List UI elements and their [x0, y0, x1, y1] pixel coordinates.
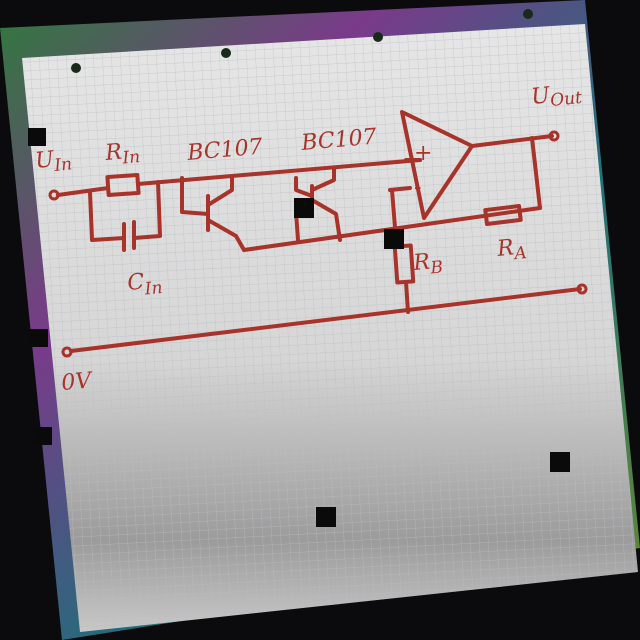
input-wire: [56, 186, 110, 197]
occlusion-mark: [30, 329, 48, 347]
occlusion-mark: [34, 427, 52, 445]
u-in-label: UIn: [34, 145, 73, 178]
occlusion-mark: [28, 128, 46, 146]
r-a-label: RA: [495, 234, 528, 266]
occlusion-mark: [550, 452, 570, 472]
u-out-label: UOut: [530, 80, 583, 113]
occlusion-mark: [384, 229, 404, 249]
r-in-label: RIn: [103, 138, 141, 170]
ground-terminal-right: [576, 283, 588, 295]
occlusion-mark: [294, 198, 314, 218]
binder-hole: [221, 48, 231, 58]
circuit-schematic: [48, 110, 588, 358]
binder-hole: [71, 63, 81, 73]
occlusion-mark: [316, 507, 336, 527]
binder-hole: [373, 32, 383, 42]
transistor1-body: [180, 176, 246, 252]
output-feedback-wire: [530, 136, 542, 210]
r-a-resistor: [483, 203, 523, 227]
opamp-triangle: [400, 110, 474, 220]
r-b-lower-wire: [404, 280, 410, 314]
r-b-label: RB: [411, 249, 443, 281]
transistor2-body: [294, 166, 342, 242]
output-wire: [470, 134, 554, 148]
r-in-output-wire: [136, 158, 422, 186]
binder-hole: [523, 9, 533, 19]
c-in-label: CIn: [126, 268, 163, 301]
c-in-loop: [88, 180, 162, 242]
opamp-plus-label: +: [414, 141, 432, 166]
paper-grid: [22, 24, 638, 632]
opamp-minus-label: -: [414, 175, 421, 200]
output-terminal: [548, 130, 560, 142]
ground-label: 0V: [60, 368, 94, 396]
ground-rail: [69, 287, 582, 353]
c-in-capacitor: [122, 220, 136, 252]
